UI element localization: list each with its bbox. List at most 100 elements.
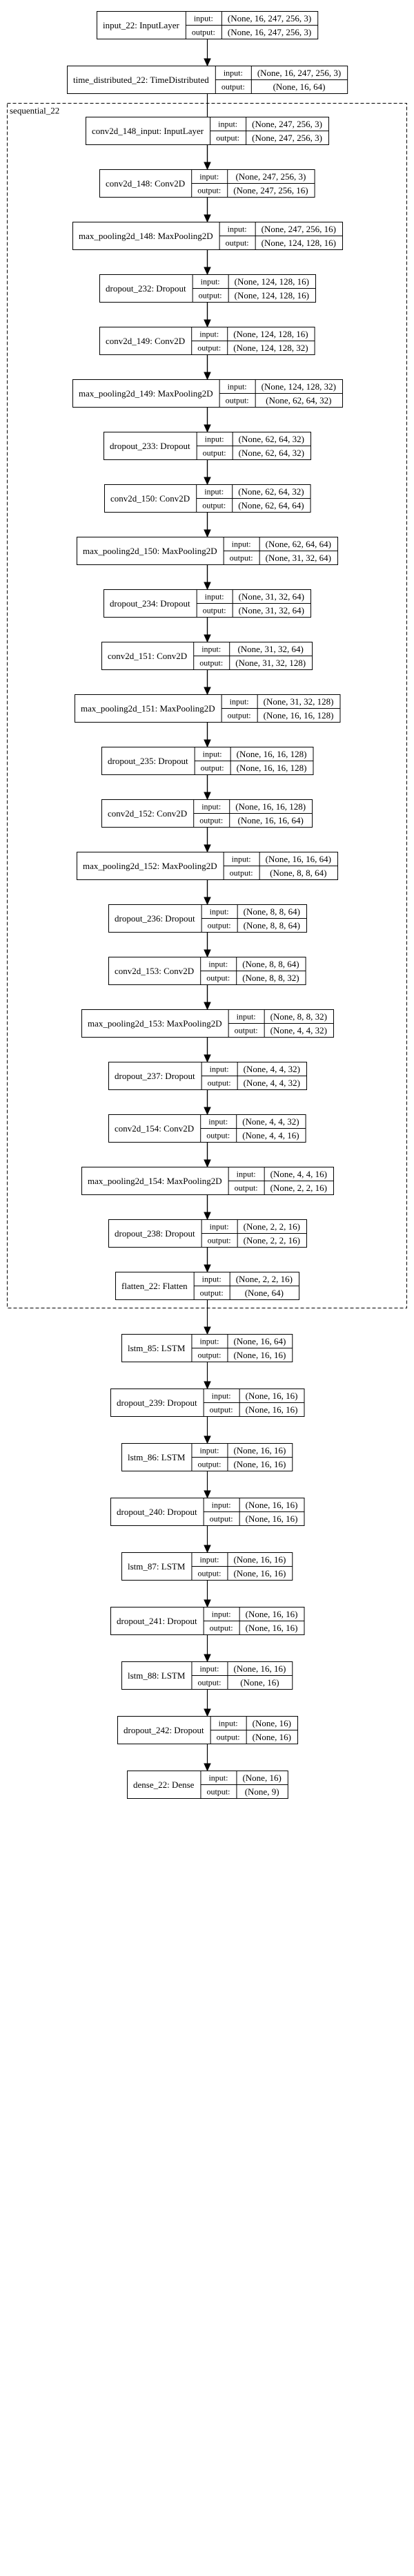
input-shape: (None, 4, 4, 16) — [270, 1169, 327, 1179]
input-label: input: — [218, 120, 237, 129]
edge-arrowhead — [204, 1381, 211, 1390]
output-label: output: — [206, 1787, 230, 1797]
edge-dropout-242-to-dense-22 — [204, 1744, 211, 1772]
layer-name: max_pooling2d_152: MaxPooling2D — [83, 861, 217, 871]
layer-node-dropout-239: dropout_239: Dropoutinput:output:(None, … — [110, 1389, 305, 1417]
input-shape: (None, 2, 2, 16) — [244, 1221, 300, 1232]
input-label: input: — [232, 540, 251, 549]
output-label: output: — [200, 1288, 224, 1298]
input-label: input: — [210, 1222, 229, 1232]
layer-node-max-pooling2d-149: max_pooling2d_149: MaxPooling2Dinput:out… — [72, 379, 343, 408]
output-label: output: — [235, 1026, 258, 1036]
layer-name: lstm_87: LSTM — [128, 1561, 186, 1572]
input-label: input: — [210, 907, 229, 917]
output-label: output: — [217, 1733, 240, 1742]
input-shape: (None, 16, 16) — [246, 1609, 298, 1619]
layer-name: dropout_241: Dropout — [117, 1616, 197, 1626]
layer-name: lstm_85: LSTM — [128, 1343, 186, 1353]
layer-name: conv2d_151: Conv2D — [108, 651, 187, 661]
output-shape: (None, 9) — [245, 1786, 279, 1797]
output-label: output: — [197, 1460, 221, 1469]
cluster-label: sequential_22 — [10, 106, 59, 116]
input-shape: (None, 4, 4, 32) — [242, 1116, 299, 1127]
edge-dropout-239-to-lstm-86 — [204, 1417, 211, 1444]
output-shape: (None, 247, 256, 16) — [233, 185, 308, 195]
output-shape: (None, 4, 4, 32) — [270, 1025, 327, 1036]
output-label: output: — [197, 343, 221, 353]
input-shape: (None, 16) — [253, 1718, 291, 1728]
edge-lstm-85-to-dropout-239 — [204, 1362, 211, 1390]
layer-name: flatten_22: Flatten — [121, 1281, 188, 1291]
output-shape: (None, 8, 8, 64) — [270, 868, 326, 878]
layer-node-dropout-235: dropout_235: Dropoutinput:output:(None, … — [101, 747, 314, 775]
layer-name: dropout_235: Dropout — [108, 756, 188, 766]
input-shape: (None, 247, 256, 3) — [235, 171, 306, 182]
edge-lstm-88-to-dropout-242 — [204, 1690, 211, 1717]
input-label: input: — [208, 960, 228, 969]
input-shape: (None, 16, 247, 256, 3) — [228, 13, 311, 23]
layer-node-dropout-234: dropout_234: Dropoutinput:output:(None, … — [103, 589, 311, 618]
input-shape: (None, 16, 247, 256, 3) — [257, 68, 341, 78]
layer-node-dropout-236: dropout_236: Dropoutinput:output:(None, … — [108, 904, 307, 933]
input-label: input: — [199, 1446, 219, 1456]
output-shape: (None, 16, 16) — [233, 1459, 286, 1469]
output-label: output: — [203, 448, 226, 458]
input-shape: (None, 124, 128, 32) — [262, 381, 336, 392]
output-shape: (None, 31, 32, 64) — [239, 605, 304, 616]
layer-node-max-pooling2d-154: max_pooling2d_154: MaxPooling2Dinput:out… — [81, 1167, 334, 1195]
input-label: input: — [208, 1117, 228, 1127]
input-label: input: — [201, 645, 221, 654]
input-shape: (None, 8, 8, 32) — [270, 1011, 327, 1022]
input-label: input: — [228, 225, 247, 234]
input-label: input: — [219, 1719, 238, 1728]
layer-node-dropout-242: dropout_242: Dropoutinput:output:(None, … — [117, 1716, 298, 1744]
input-label: input: — [194, 14, 213, 23]
input-label: input: — [202, 1275, 221, 1284]
input-shape: (None, 247, 256, 16) — [262, 224, 336, 234]
output-shape: (None, 16) — [253, 1732, 291, 1742]
output-shape: (None, 4, 4, 32) — [244, 1078, 300, 1088]
edge-arrowhead — [204, 1654, 211, 1663]
output-label: output: — [208, 1078, 231, 1088]
input-label: input: — [201, 802, 221, 812]
edge-lstm-86-to-dropout-240 — [204, 1471, 211, 1499]
input-label: input: — [203, 750, 222, 759]
layer-node-max-pooling2d-153: max_pooling2d_153: MaxPooling2Dinput:out… — [81, 1009, 334, 1038]
output-shape: (None, 16, 16, 128) — [237, 763, 307, 773]
node-layer: input_22: InputLayerinput:output:(None, … — [67, 11, 348, 1799]
layer-name: max_pooling2d_148: MaxPooling2D — [79, 231, 213, 241]
layer-name: max_pooling2d_149: MaxPooling2D — [79, 388, 213, 399]
output-label: output: — [199, 658, 223, 668]
input-shape: (None, 16, 16, 128) — [235, 801, 306, 812]
output-label: output: — [226, 238, 249, 248]
output-label: output: — [210, 1623, 233, 1633]
edge-arrowhead — [204, 1435, 211, 1444]
edge-arrowhead — [204, 1599, 211, 1608]
layer-name: dropout_237: Dropout — [115, 1071, 195, 1081]
layer-name: conv2d_150: Conv2D — [110, 493, 190, 504]
layer-name: dropout_234: Dropout — [110, 598, 190, 609]
input-label: input: — [199, 172, 219, 182]
output-shape: (None, 8, 8, 64) — [244, 920, 300, 931]
input-shape: (None, 247, 256, 3) — [252, 119, 322, 129]
edge-input-22-to-time-distributed-22 — [204, 39, 211, 67]
layer-name: max_pooling2d_151: MaxPooling2D — [81, 703, 215, 714]
edge-arrowhead — [204, 1763, 211, 1772]
output-shape: (None, 16, 16, 128) — [264, 710, 334, 721]
input-shape: (None, 16, 16, 64) — [266, 854, 331, 864]
edge-arrowhead — [204, 58, 211, 67]
output-shape: (None, 62, 64, 32) — [266, 395, 331, 406]
input-label: input: — [205, 435, 224, 444]
input-shape: (None, 16, 16) — [233, 1663, 286, 1674]
layer-node-dropout-232: dropout_232: Dropoutinput:output:(None, … — [99, 274, 316, 303]
output-shape: (None, 62, 64, 32) — [239, 448, 304, 458]
input-shape: (None, 62, 64, 64) — [266, 539, 331, 549]
input-label: input: — [237, 1170, 256, 1179]
